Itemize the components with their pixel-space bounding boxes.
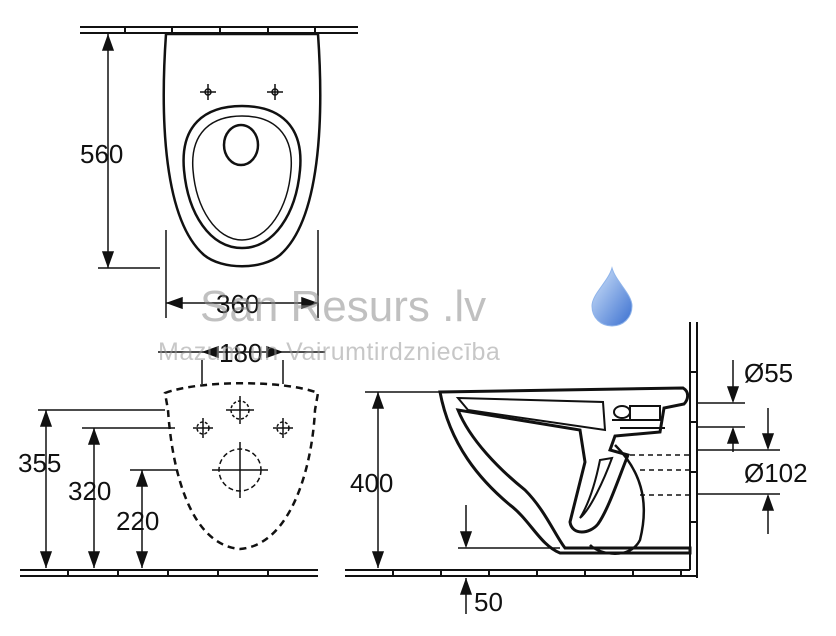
dim-label-220: 220 [116, 506, 159, 536]
wall-hatch-side [689, 322, 698, 578]
dim-label-400: 400 [350, 468, 393, 498]
trap-outer-side [589, 444, 646, 555]
dim-line-d102 [697, 408, 780, 534]
watermark-tagline: Mazum un Vairumtirdzniecība [158, 338, 500, 366]
fixing-hole-top-icon [226, 396, 254, 424]
dim-label-d102: Ø102 [744, 458, 808, 488]
dim-label-560: 560 [80, 139, 123, 169]
rim-inner-top [182, 104, 302, 250]
watermark-brand: San Resurs .lv [200, 282, 486, 331]
dim-line-400 [365, 391, 440, 569]
seat-hole-right-icon [267, 84, 283, 100]
dim-line-360 [165, 230, 319, 318]
dim-label-360: 360 [216, 289, 259, 319]
outlet-circle-rear-icon [212, 442, 268, 498]
water-drop-icon [591, 266, 633, 327]
rim-inner-line [192, 115, 292, 241]
side-view: 400 50 Ø55 Ø102 [345, 322, 808, 617]
fixing-hole-left-icon [193, 418, 213, 438]
dim-line-d55 [697, 360, 745, 452]
dim-lines-rear-heights [38, 409, 178, 569]
wall-hatch-top [80, 26, 358, 34]
seat-hole-left-icon [200, 84, 216, 100]
outlet-hole-top [222, 123, 260, 167]
dim-line-560 [98, 33, 160, 269]
dim-label-d55: Ø55 [744, 358, 793, 388]
dim-line-180 [158, 345, 325, 384]
dim-label-50: 50 [474, 587, 503, 617]
pipe-dashes-side [630, 454, 690, 496]
rear-view: 180 [18, 338, 325, 577]
bowl-profile-side [438, 386, 692, 555]
bowl-inner-side [455, 396, 607, 432]
bowl-outline-top [162, 32, 322, 268]
fixing-hole-right-icon [273, 418, 293, 438]
inlet-connector-side [612, 405, 665, 429]
trap-inner-side [579, 456, 614, 519]
floor-hatch-side [345, 569, 697, 577]
dim-label-320: 320 [68, 476, 111, 506]
top-view: 560 360 [80, 26, 358, 319]
dim-line-50 [458, 505, 560, 614]
bowl-outline-rear [163, 382, 320, 551]
dim-label-355: 355 [18, 448, 61, 478]
watermark: San Resurs .lv Mazum un Vairumtirdzniecī… [158, 266, 633, 366]
floor-hatch-rear [20, 569, 318, 577]
dim-label-180: 180 [219, 338, 262, 368]
